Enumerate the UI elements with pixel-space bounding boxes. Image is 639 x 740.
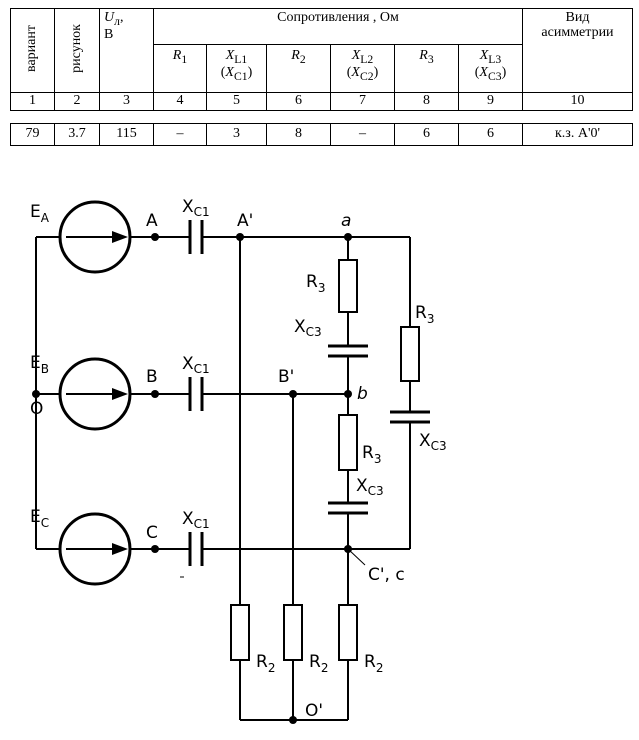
capacitor-xc3-ab [328,344,368,358]
label-eb: EB [30,353,49,376]
label-ec: EC [30,507,49,530]
label-xc1-a: XC1 [182,197,210,219]
label-node-b-prime: B' [278,367,294,387]
label-node-b-small: b [357,384,368,404]
label-node-o-prime: O' [305,701,323,721]
node-c-leader [347,548,366,566]
label-xc3-ab: XC3 [294,317,322,339]
label-ea: EA [30,202,50,225]
label-r3-ab: R3 [306,272,325,295]
column-number-cell: 10 [522,92,633,111]
label-r3-ca: R3 [415,303,434,326]
label-node-b: B [146,367,158,387]
source-a [58,200,132,274]
label-xc1-b: XC1 [182,354,210,376]
label-node-a-small: a [341,211,351,231]
label-node-a-prime: A' [237,211,253,231]
resistor-r3-ca [400,326,420,382]
header-resistances: Сопротивления , Ом [153,8,523,45]
label-xc3-bc: XC3 [356,476,384,498]
source-c [58,512,132,586]
label-r3-bc: R3 [362,443,381,466]
circuit-nodes [32,233,352,724]
capacitor-xc3-bc [328,501,368,515]
label-node-a: A [146,211,158,231]
capacitor-xc1-b [188,377,204,411]
resistor-r2-b [283,604,303,661]
capacitor-xc1-c [188,532,204,566]
resistor-r2-c [338,604,358,661]
resistor-r3-ab [338,259,358,313]
subheader-cell: R3 [394,44,459,93]
label-r2-a: R2 [256,652,275,675]
capacitor-xc1-a [188,220,204,254]
resistor-r3-bc [338,414,358,471]
label-xc1-c: XC1 [182,509,210,531]
data-cell: 115 [99,123,154,146]
header-variant: вариант [10,8,55,93]
data-cell: 3.7 [54,123,100,146]
subheader-cell: R2 [266,44,331,93]
data-cell: к.з. A'0' [522,123,633,146]
label-r2-b: R2 [309,652,328,675]
source-b [58,357,132,431]
label-node-c-prime-c: C', c [368,565,405,585]
capacitor-xc3-ca [390,410,430,424]
label-node-c: C [146,523,158,543]
resistor-r2-a [230,604,250,661]
parameters-table: вариант рисунок Uл, В Сопротивления , Ом… [10,8,633,146]
header-line-voltage: Uл, В [99,8,154,93]
label-node-o: O [30,399,43,419]
subheader-cell: XL3(XC3) [458,44,523,93]
label-xc3-ca: XC3 [419,431,447,453]
data-cell: 6 [458,123,523,146]
label-r2-c: R2 [364,652,383,675]
